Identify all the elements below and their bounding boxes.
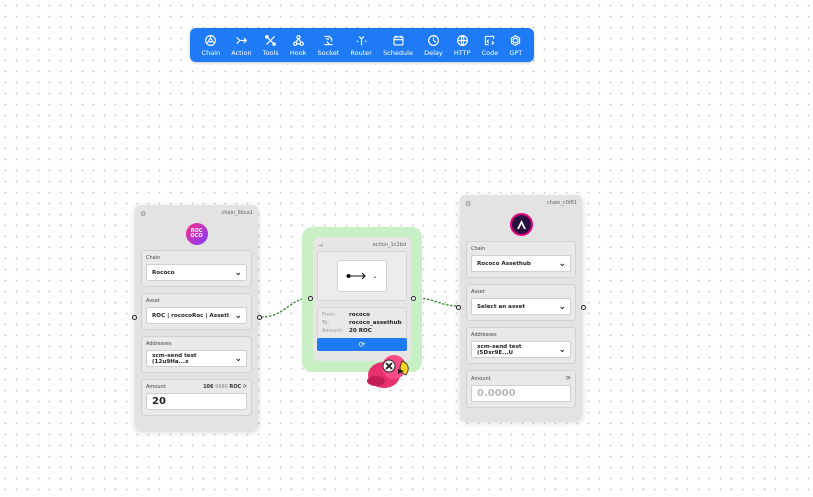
asset-select[interactable]: Select an asset ⌄	[471, 298, 571, 315]
chevron-down-icon: ⌄	[372, 272, 378, 280]
output-port[interactable]	[257, 315, 262, 320]
input-port[interactable]	[132, 315, 137, 320]
http-icon	[456, 34, 468, 46]
target-chain-node[interactable]: ⚙ chain_c0f81 Chain Rococo Assethub ⌄ As…	[456, 195, 586, 420]
asset-field: Asset Select an asset ⌄	[466, 284, 576, 321]
toolbar-hook[interactable]: Hook	[290, 34, 306, 57]
chevron-down-icon: ⌄	[558, 344, 566, 355]
addresses-field: Addresses xcm-send test (5Dxr9E...U ⌄	[466, 327, 576, 364]
toolbar-code[interactable]: Code	[482, 34, 498, 57]
addresses-field: Addresses xcm-send test (12u9Ha...x ⌄	[141, 336, 252, 373]
output-port[interactable]	[581, 305, 586, 310]
assethub-logo	[509, 213, 533, 236]
amount-field: Amount 106.9989 ROC ⟳ 20	[141, 379, 252, 416]
assethub-icon	[516, 220, 526, 229]
chain-icon	[205, 34, 217, 46]
source-chain-node[interactable]: ⚙ chain_8bca1 ROC OCO Chain Rococo ⌄ Ass…	[132, 205, 262, 430]
chevron-down-icon: ⌄	[558, 301, 566, 312]
hook-icon	[292, 34, 304, 46]
node-id: chain_8bca1	[221, 210, 253, 216]
input-port[interactable]	[308, 296, 313, 301]
amount-input[interactable]: 20	[146, 393, 247, 410]
rococo-logo: ROC OCO	[185, 223, 208, 245]
refresh-icon: ⟳	[358, 340, 366, 349]
schedule-icon	[392, 35, 404, 46]
toolbar-delay[interactable]: Delay	[424, 34, 443, 57]
mascot-bird-image	[367, 355, 409, 388]
input-port[interactable]	[456, 305, 461, 310]
chain-field: Chain Rococo ⌄	[141, 250, 252, 287]
toolbar-action[interactable]: Action	[231, 34, 252, 57]
arrow-right-icon	[346, 272, 367, 280]
refresh-icon[interactable]: ⟳	[565, 375, 571, 382]
chain-field: Chain Rococo Assethub ⌄	[466, 241, 576, 278]
toolbar-schedule[interactable]: Schedule	[383, 34, 413, 57]
action-type-select[interactable]: ⌄	[337, 260, 387, 292]
toolbar-tools[interactable]: Tools	[263, 34, 279, 57]
output-port[interactable]	[411, 296, 416, 301]
addresses-select[interactable]: xcm-send test (5Dxr9E...U ⌄	[471, 341, 571, 358]
chevron-down-icon: ⌄	[234, 267, 242, 278]
node-header: ⇥ action_1c2bd	[313, 237, 411, 251]
node-header: ⚙ chain_c0f81	[460, 195, 582, 209]
action-icon: ⇥	[318, 242, 324, 249]
chevron-down-icon: ⌄	[234, 310, 242, 321]
toolbar-socket[interactable]: Socket	[318, 34, 339, 57]
action-icon	[236, 36, 248, 44]
node-header: ⚙ chain_8bca1	[135, 205, 258, 219]
tools-icon	[265, 34, 277, 46]
toolbar-http[interactable]: HTTP	[454, 34, 470, 57]
settings-icon[interactable]: ⚙	[140, 210, 147, 218]
refresh-button[interactable]: ⟳	[317, 338, 407, 351]
amount-input[interactable]: 0.0000	[471, 385, 571, 402]
node-id: action_1c2bd	[372, 242, 406, 248]
chevron-down-icon: ⌄	[558, 258, 566, 269]
router-icon	[356, 35, 367, 45]
addresses-select[interactable]: xcm-send test (12u9Ha...x ⌄	[146, 350, 247, 367]
settings-icon[interactable]: ⚙	[465, 200, 472, 208]
toolbar-chain[interactable]: Chain	[202, 34, 220, 57]
chain-select[interactable]: Rococo Assethub ⌄	[471, 255, 571, 272]
node-id: chain_c0f81	[546, 200, 577, 206]
socket-icon	[324, 35, 333, 45]
action-summary: From:rococo To:rococo_assethub Amount:20…	[317, 307, 407, 339]
delay-icon	[427, 34, 439, 46]
asset-field: Asset ROC | rococoRoc | AssetI ⌄	[141, 293, 252, 330]
toolbar-router[interactable]: Router	[350, 34, 372, 57]
action-node[interactable]: ⇥ action_1c2bd ⌄ From:rococo To:rococo_a…	[313, 237, 411, 361]
chevron-down-icon: ⌄	[234, 353, 242, 364]
balance-display: 106.9989 ROC ⟳	[203, 384, 247, 390]
amount-field: Amount ⟳ 0.0000	[466, 370, 576, 408]
refresh-icon[interactable]: ⟳	[242, 384, 247, 390]
asset-select[interactable]: ROC | rococoRoc | AssetI ⌄	[146, 307, 247, 324]
action-node-highlight: ⇥ action_1c2bd ⌄ From:rococo To:rococo_a…	[302, 227, 422, 388]
node-toolbar: Chain Action Tools Hook Socket Router Sc…	[190, 28, 534, 62]
gpt-icon	[511, 34, 521, 46]
code-icon	[485, 35, 495, 45]
chain-select[interactable]: Rococo ⌄	[146, 264, 247, 281]
toolbar-gpt[interactable]: GPT	[509, 34, 522, 57]
